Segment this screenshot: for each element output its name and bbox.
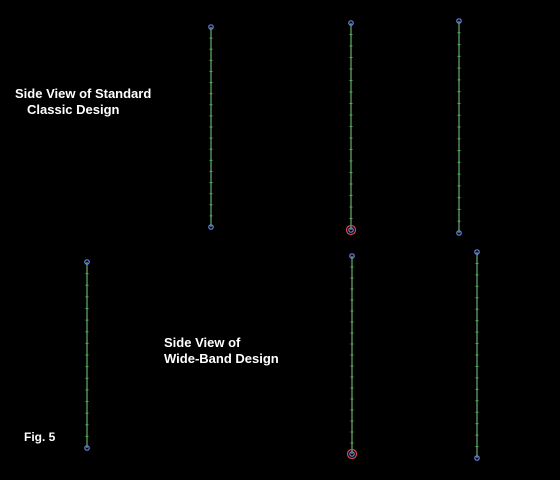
standard-caption-line-2: Classic Design bbox=[27, 102, 120, 117]
element-group-standard-classic-design bbox=[208, 18, 462, 236]
standard-caption-line-1: Side View of Standard bbox=[15, 86, 152, 101]
top-endpoint-marker bbox=[208, 24, 214, 30]
standard-classic-design-element-3 bbox=[456, 18, 462, 236]
top-endpoint-marker bbox=[349, 253, 355, 259]
standard-classic-design-element-2 bbox=[345, 20, 357, 236]
wide-caption-line-1: Side View of bbox=[164, 335, 241, 350]
bottom-endpoint-marker bbox=[208, 224, 214, 230]
wide-caption-line-2: Wide-Band Design bbox=[164, 351, 279, 366]
figure-number: Fig. 5 bbox=[24, 430, 56, 444]
bottom-endpoint-marker bbox=[456, 230, 462, 236]
element-group-wide-band-design bbox=[84, 249, 480, 461]
feed-point-marker bbox=[346, 448, 358, 460]
top-endpoint-marker bbox=[456, 18, 462, 24]
bottom-endpoint-marker bbox=[474, 455, 480, 461]
feed-point-marker bbox=[345, 224, 357, 236]
wide-band-design-element-1 bbox=[84, 259, 90, 451]
top-endpoint-marker bbox=[348, 20, 354, 26]
top-endpoint-marker bbox=[84, 259, 90, 265]
wide-band-design-caption: Side View of Wide-Band Design bbox=[164, 335, 279, 367]
bottom-endpoint-marker bbox=[348, 227, 354, 233]
bottom-endpoint-marker bbox=[84, 445, 90, 451]
standard-classic-design-element-1 bbox=[208, 24, 214, 230]
wide-band-design-element-3 bbox=[474, 249, 480, 461]
top-endpoint-marker bbox=[474, 249, 480, 255]
standard-design-caption: Side View of Standard Classic Design bbox=[15, 86, 151, 118]
wide-band-design-element-2 bbox=[346, 253, 358, 460]
bottom-endpoint-marker bbox=[349, 451, 355, 457]
